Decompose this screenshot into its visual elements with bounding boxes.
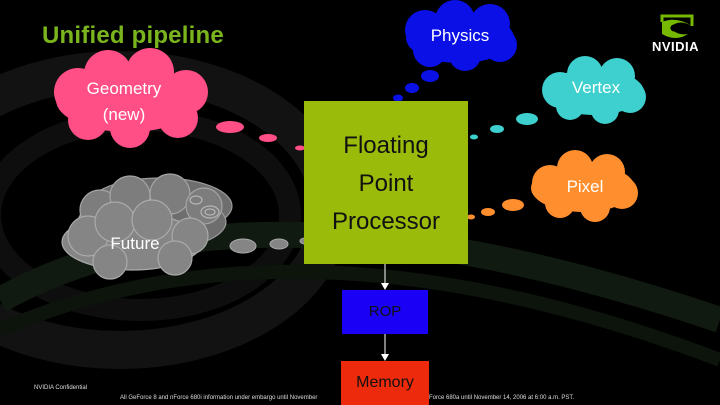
pixel-label: Pixel	[566, 177, 604, 196]
embargo-note-right: Force 680a until November 14, 2006 at 6:…	[429, 395, 575, 401]
memory-block: Memory	[341, 361, 429, 405]
arrow-rop-to-memory	[381, 334, 389, 361]
rop-block: ROP	[342, 290, 428, 334]
floating-point-processor-label: Floating Point Processor	[304, 127, 468, 241]
floating-point-processor-block: Floating Point Processor	[304, 101, 468, 264]
geometry-label-line2: (new)	[102, 105, 146, 124]
geometry-label-line1: Geometry	[86, 79, 162, 98]
physics-trail	[393, 70, 439, 102]
slide-title: Unified pipeline	[42, 22, 224, 49]
nvidia-logo-text: NVIDIA	[652, 39, 700, 54]
fpp-line-2: Point	[358, 170, 414, 197]
pixel-cloud	[531, 150, 638, 222]
vertex-label: Vertex	[571, 78, 621, 97]
future-label: Future	[110, 234, 160, 253]
pixel-trail	[467, 199, 524, 220]
vertex-cloud	[542, 56, 646, 124]
fpp-line-1: Floating	[343, 132, 429, 159]
arrow-fpp-to-rop	[381, 264, 389, 290]
geometry-trail	[216, 121, 305, 151]
physics-cloud	[405, 0, 517, 71]
confidential-note: NVIDIA Confidential	[34, 385, 88, 391]
fpp-line-3: Processor	[331, 208, 441, 235]
future-cloud	[61, 173, 233, 280]
geometry-label: Geometry (new)	[64, 76, 184, 128]
vertex-trail	[470, 113, 538, 140]
embargo-note-left: All GeForce 8 and nForce 680i informatio…	[120, 395, 318, 401]
future-trail	[229, 237, 311, 254]
physics-label: Physics	[430, 26, 490, 45]
nvidia-eye-icon	[660, 14, 694, 38]
geometry-cloud	[54, 48, 208, 148]
